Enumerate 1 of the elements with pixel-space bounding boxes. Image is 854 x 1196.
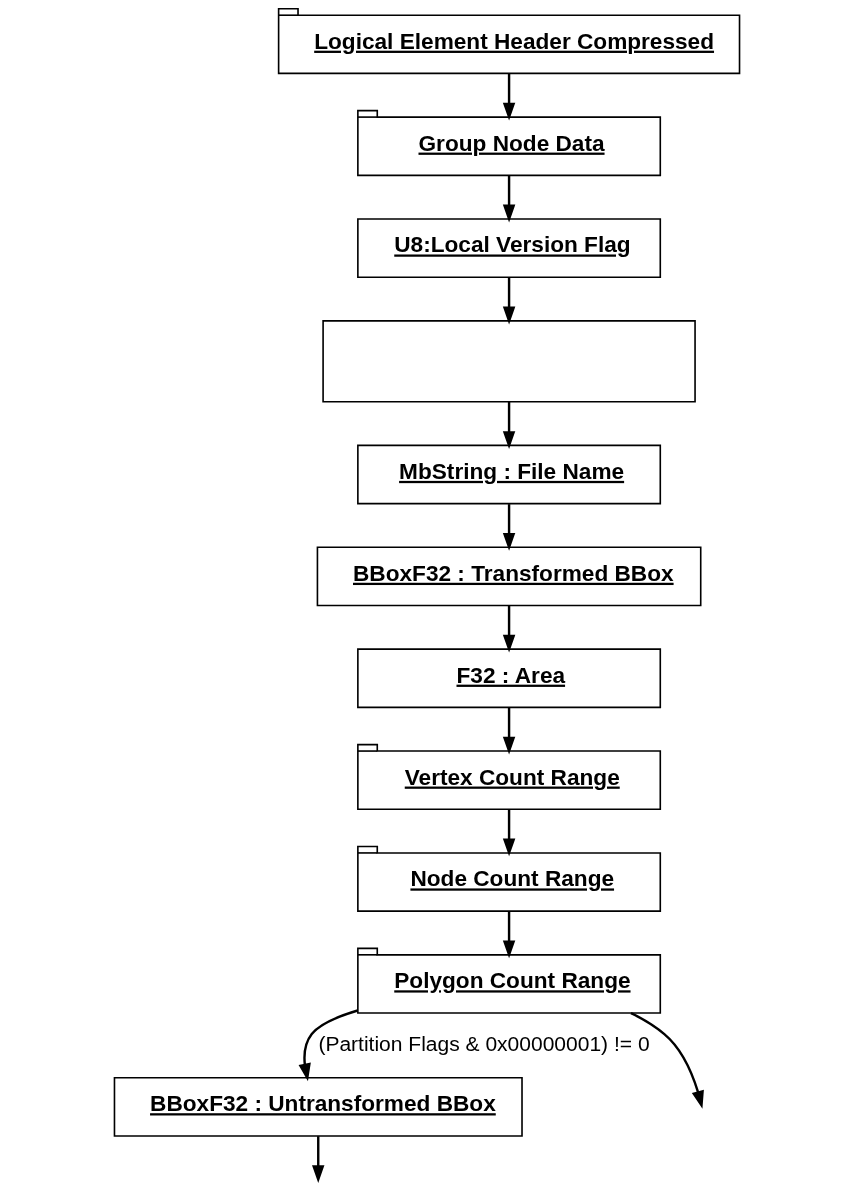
edge-label: (Partition Flags & 0x00000001) != 0 <box>318 1031 650 1055</box>
